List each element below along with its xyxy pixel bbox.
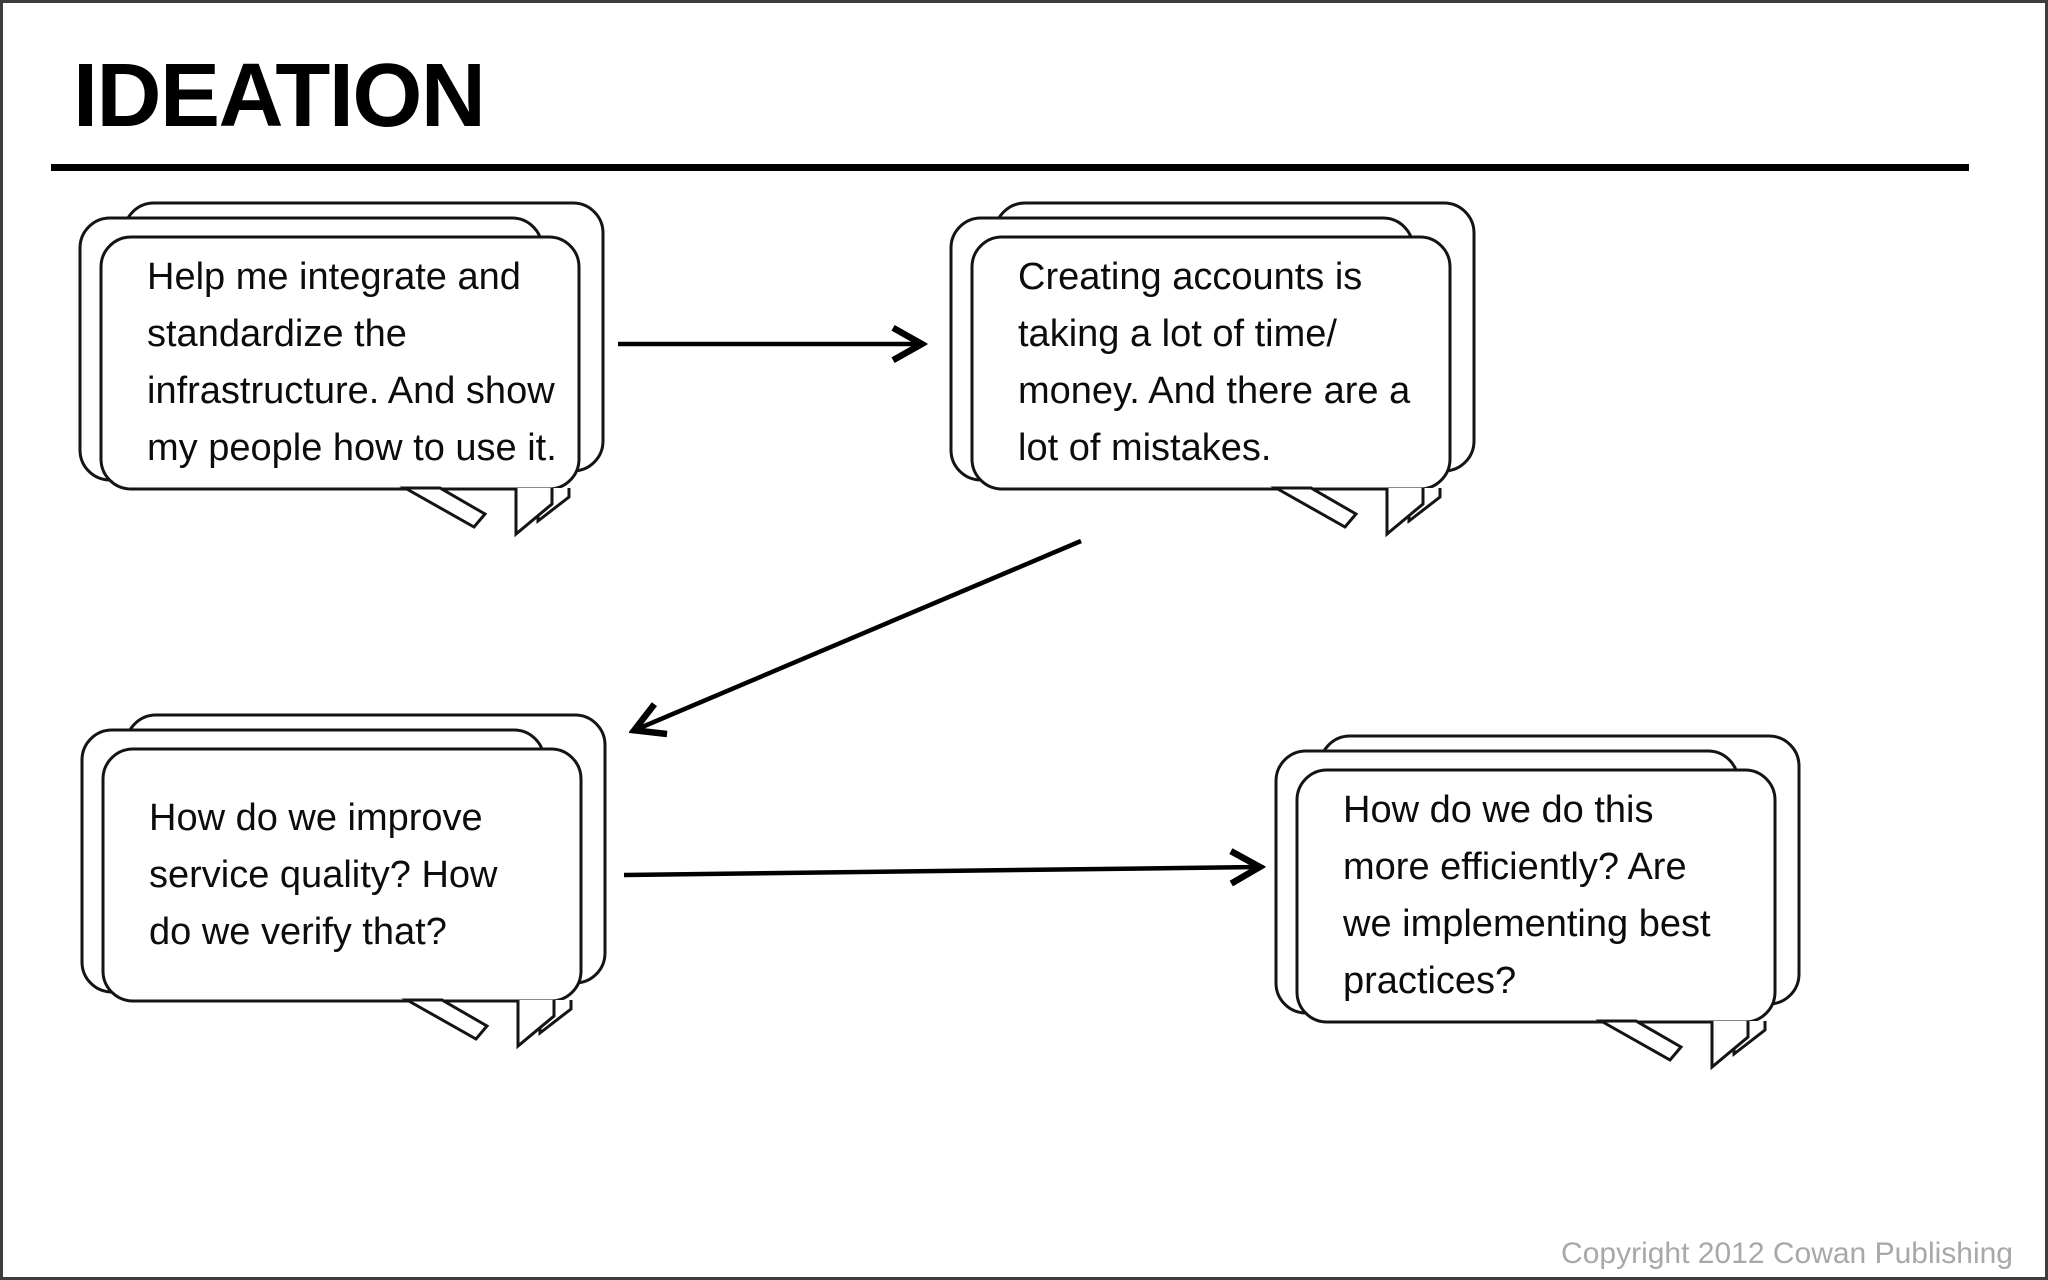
stacked-speech-bubbles-icon — [1274, 734, 1801, 1071]
stacked-speech-bubbles-icon — [949, 201, 1476, 538]
speech-bubble-group-2: Creating accounts is taking a lot of tim… — [949, 201, 1489, 551]
speech-bubble-group-1: Help me integrate and standardize the in… — [78, 201, 618, 551]
copyright-text: Copyright 2012 Cowan Publishing — [1561, 1237, 2013, 1270]
speech-bubble-group-3: How do we improve service quality? How d… — [80, 713, 620, 1063]
arrow-bubble2-to-bubble3 — [635, 538, 1082, 730]
speech-bubble-text: Creating accounts is taking a lot of tim… — [1018, 256, 1411, 469]
stacked-speech-bubbles-icon — [80, 713, 607, 1050]
title-underline — [51, 164, 1969, 171]
speech-bubble-group-4: How do we do this more efficiently? Are … — [1274, 734, 1814, 1084]
stacked-speech-bubbles-icon — [78, 201, 605, 538]
speech-bubble-text: How do we do this more efficiently? Are … — [1343, 789, 1711, 1002]
arrow-bubble3-to-bubble4 — [623, 867, 1259, 875]
speech-bubble-text: Help me integrate and standardize the in… — [147, 256, 557, 469]
speech-bubble-text: How do we improve service quality? How d… — [149, 796, 498, 953]
flow-arrows-layer — [618, 3, 2048, 1280]
page-title: IDEATION — [73, 46, 486, 146]
